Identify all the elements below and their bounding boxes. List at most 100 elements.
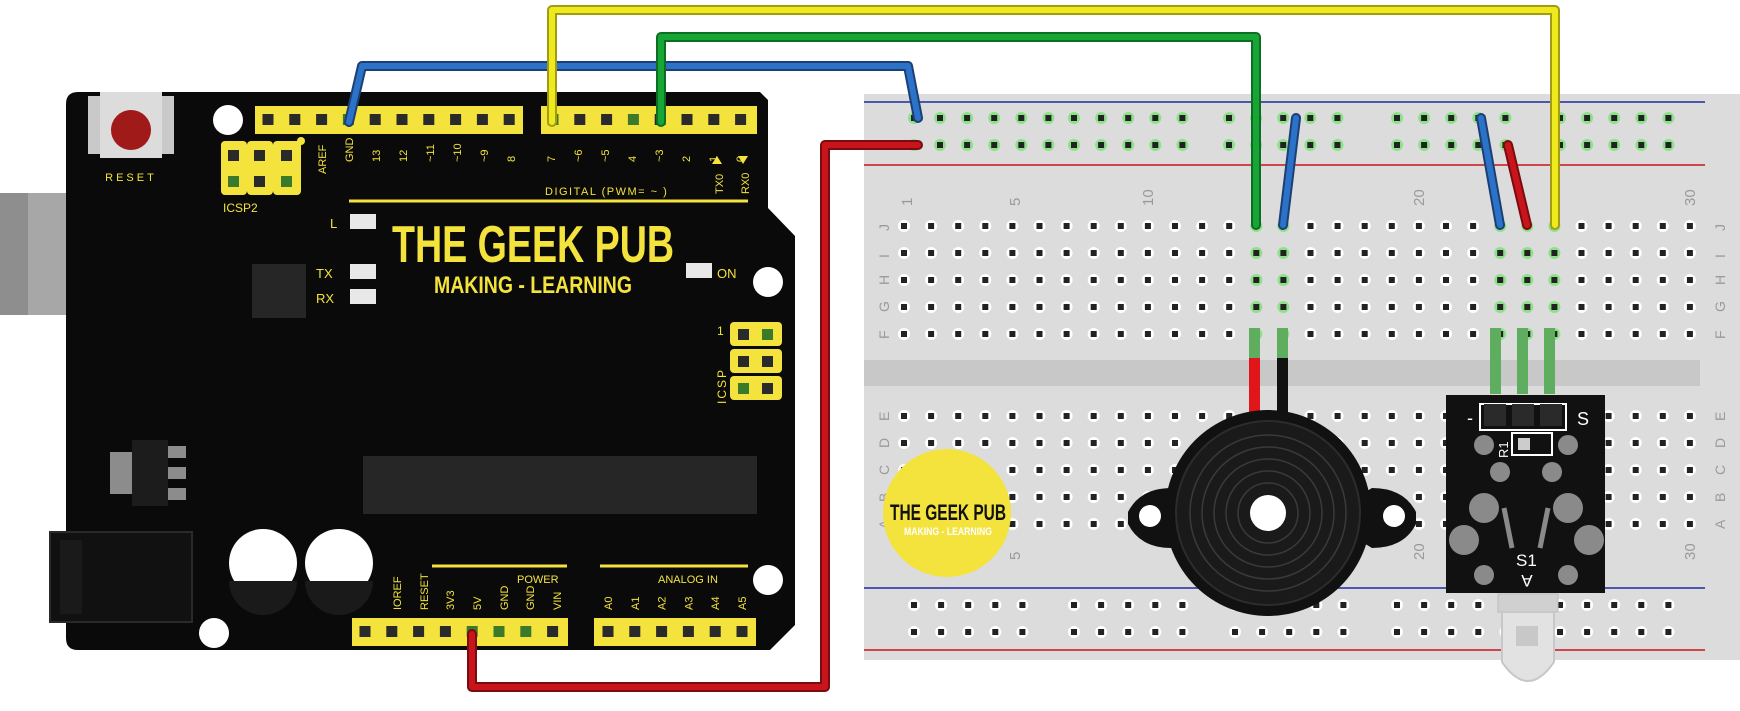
led-on bbox=[686, 263, 712, 278]
led-rx-label: RX bbox=[316, 291, 334, 306]
sticker-title: THE GEEK PUB bbox=[890, 500, 1006, 525]
analog-pin-label: A3 bbox=[683, 597, 695, 610]
header-pin[interactable] bbox=[602, 626, 614, 637]
header-pin[interactable] bbox=[439, 626, 451, 637]
col-number-30-bottom: 30 bbox=[1682, 543, 1699, 560]
analog-pin-label: A2 bbox=[657, 597, 669, 610]
analog-pin-label: A1 bbox=[630, 597, 642, 610]
row-letter: F bbox=[876, 330, 892, 339]
header-pin[interactable] bbox=[574, 114, 586, 125]
header-pin-label: ~10 bbox=[452, 143, 464, 162]
digital-label: DIGITAL (PWM= ~ ) bbox=[545, 186, 668, 198]
header-pin[interactable] bbox=[493, 626, 505, 637]
brand-subtitle: MAKING - LEARNING bbox=[434, 272, 632, 299]
module-a-label: A bbox=[1521, 571, 1533, 590]
module-s1-label: S1 bbox=[1516, 551, 1537, 570]
header-pin-label: ~9 bbox=[479, 149, 491, 162]
led-l bbox=[350, 214, 376, 229]
mounting-hole bbox=[213, 105, 243, 135]
header-pin[interactable] bbox=[450, 114, 462, 125]
row-letter: H bbox=[876, 275, 892, 285]
buzzer-lead-red bbox=[1249, 355, 1260, 413]
power-pin-label: 3V3 bbox=[445, 590, 457, 610]
header-pin-label: 0 bbox=[735, 156, 747, 162]
capacitor bbox=[305, 529, 373, 615]
header-pin[interactable] bbox=[547, 626, 559, 637]
row-letter: A bbox=[1712, 519, 1728, 529]
row-letter: C bbox=[1712, 465, 1728, 475]
digital-header-right bbox=[541, 106, 757, 134]
voltage-regulator bbox=[110, 452, 132, 494]
analog-pin-label: A0 bbox=[603, 597, 615, 610]
header-pin[interactable] bbox=[369, 114, 381, 125]
led-rx bbox=[350, 289, 376, 304]
header-pin[interactable] bbox=[423, 114, 435, 125]
icsp2-header bbox=[221, 137, 305, 195]
header-pin[interactable] bbox=[708, 114, 720, 125]
icsp2-label: ICSP2 bbox=[223, 201, 258, 215]
row-letter: G bbox=[1712, 301, 1728, 312]
header-pin-label: AREF bbox=[317, 144, 329, 174]
row-letter: G bbox=[876, 301, 892, 312]
mounting-hole bbox=[753, 565, 783, 595]
row-letter: D bbox=[876, 438, 892, 448]
header-pin[interactable] bbox=[476, 114, 488, 125]
header-pin[interactable] bbox=[601, 114, 613, 125]
header-pin[interactable] bbox=[386, 626, 398, 637]
rx0-label: RX0 bbox=[740, 173, 752, 194]
header-pin[interactable] bbox=[736, 626, 748, 637]
col-number-20-bottom: 20 bbox=[1411, 543, 1428, 560]
header-pin[interactable] bbox=[656, 626, 668, 637]
header-pin[interactable] bbox=[629, 626, 641, 637]
header-pin[interactable] bbox=[709, 626, 721, 637]
ky-sensor-module: - S R1 S1 A bbox=[1446, 328, 1605, 682]
header-pin[interactable] bbox=[413, 626, 425, 637]
capacitor bbox=[229, 529, 297, 615]
col-number-5: 5 bbox=[1007, 198, 1024, 206]
col-number-1: 1 bbox=[899, 198, 916, 206]
row-letter: B bbox=[876, 493, 892, 502]
row-letter: E bbox=[876, 412, 892, 421]
header-pin[interactable] bbox=[503, 114, 515, 125]
reset-button-cap[interactable] bbox=[111, 110, 151, 150]
header-pin[interactable] bbox=[520, 626, 532, 637]
power-pin-label: IOREF bbox=[392, 576, 404, 610]
led-component bbox=[1501, 611, 1555, 682]
module-r1-label: R1 bbox=[1496, 441, 1511, 458]
header-pin[interactable] bbox=[681, 114, 693, 125]
header-pin-label: 2 bbox=[681, 156, 693, 162]
row-letter: J bbox=[1712, 224, 1728, 231]
header-pin[interactable] bbox=[735, 114, 747, 125]
analog-pin-label: A4 bbox=[710, 597, 722, 610]
header-pin[interactable] bbox=[289, 114, 301, 125]
microcontroller-chip bbox=[363, 456, 757, 514]
header-pin[interactable] bbox=[682, 626, 694, 637]
header-pin[interactable] bbox=[359, 626, 371, 637]
header-pin-label: 12 bbox=[398, 150, 410, 162]
header-pin[interactable] bbox=[396, 114, 408, 125]
col-number-20: 20 bbox=[1411, 189, 1428, 206]
header-pin-label: ~11 bbox=[425, 144, 437, 162]
header-pin[interactable] bbox=[627, 114, 639, 125]
row-letter: E bbox=[1712, 412, 1728, 421]
row-letter: D bbox=[1712, 438, 1728, 448]
mounting-hole bbox=[199, 618, 229, 648]
header-pin-label: 4 bbox=[627, 156, 639, 162]
col-number-10: 10 bbox=[1140, 189, 1157, 206]
piezo-buzzer bbox=[1128, 328, 1416, 616]
analog-header bbox=[594, 618, 756, 646]
sticker-subtitle: MAKING - LEARNING bbox=[904, 526, 992, 538]
chip-small bbox=[252, 264, 306, 318]
col-number-30: 30 bbox=[1682, 189, 1699, 206]
header-pin-label: 8 bbox=[506, 156, 518, 162]
header-pin[interactable] bbox=[262, 114, 274, 125]
col-number-5-bottom: 5 bbox=[1007, 552, 1024, 560]
row-letter: B bbox=[1712, 493, 1728, 502]
row-letter: C bbox=[876, 465, 892, 475]
tx0-label: TX0 bbox=[714, 174, 726, 194]
power-pin-label: VIN bbox=[552, 592, 564, 610]
header-pin-label: GND bbox=[344, 138, 356, 163]
header-pin[interactable] bbox=[316, 114, 328, 125]
analog-pin-label: A5 bbox=[737, 597, 749, 610]
